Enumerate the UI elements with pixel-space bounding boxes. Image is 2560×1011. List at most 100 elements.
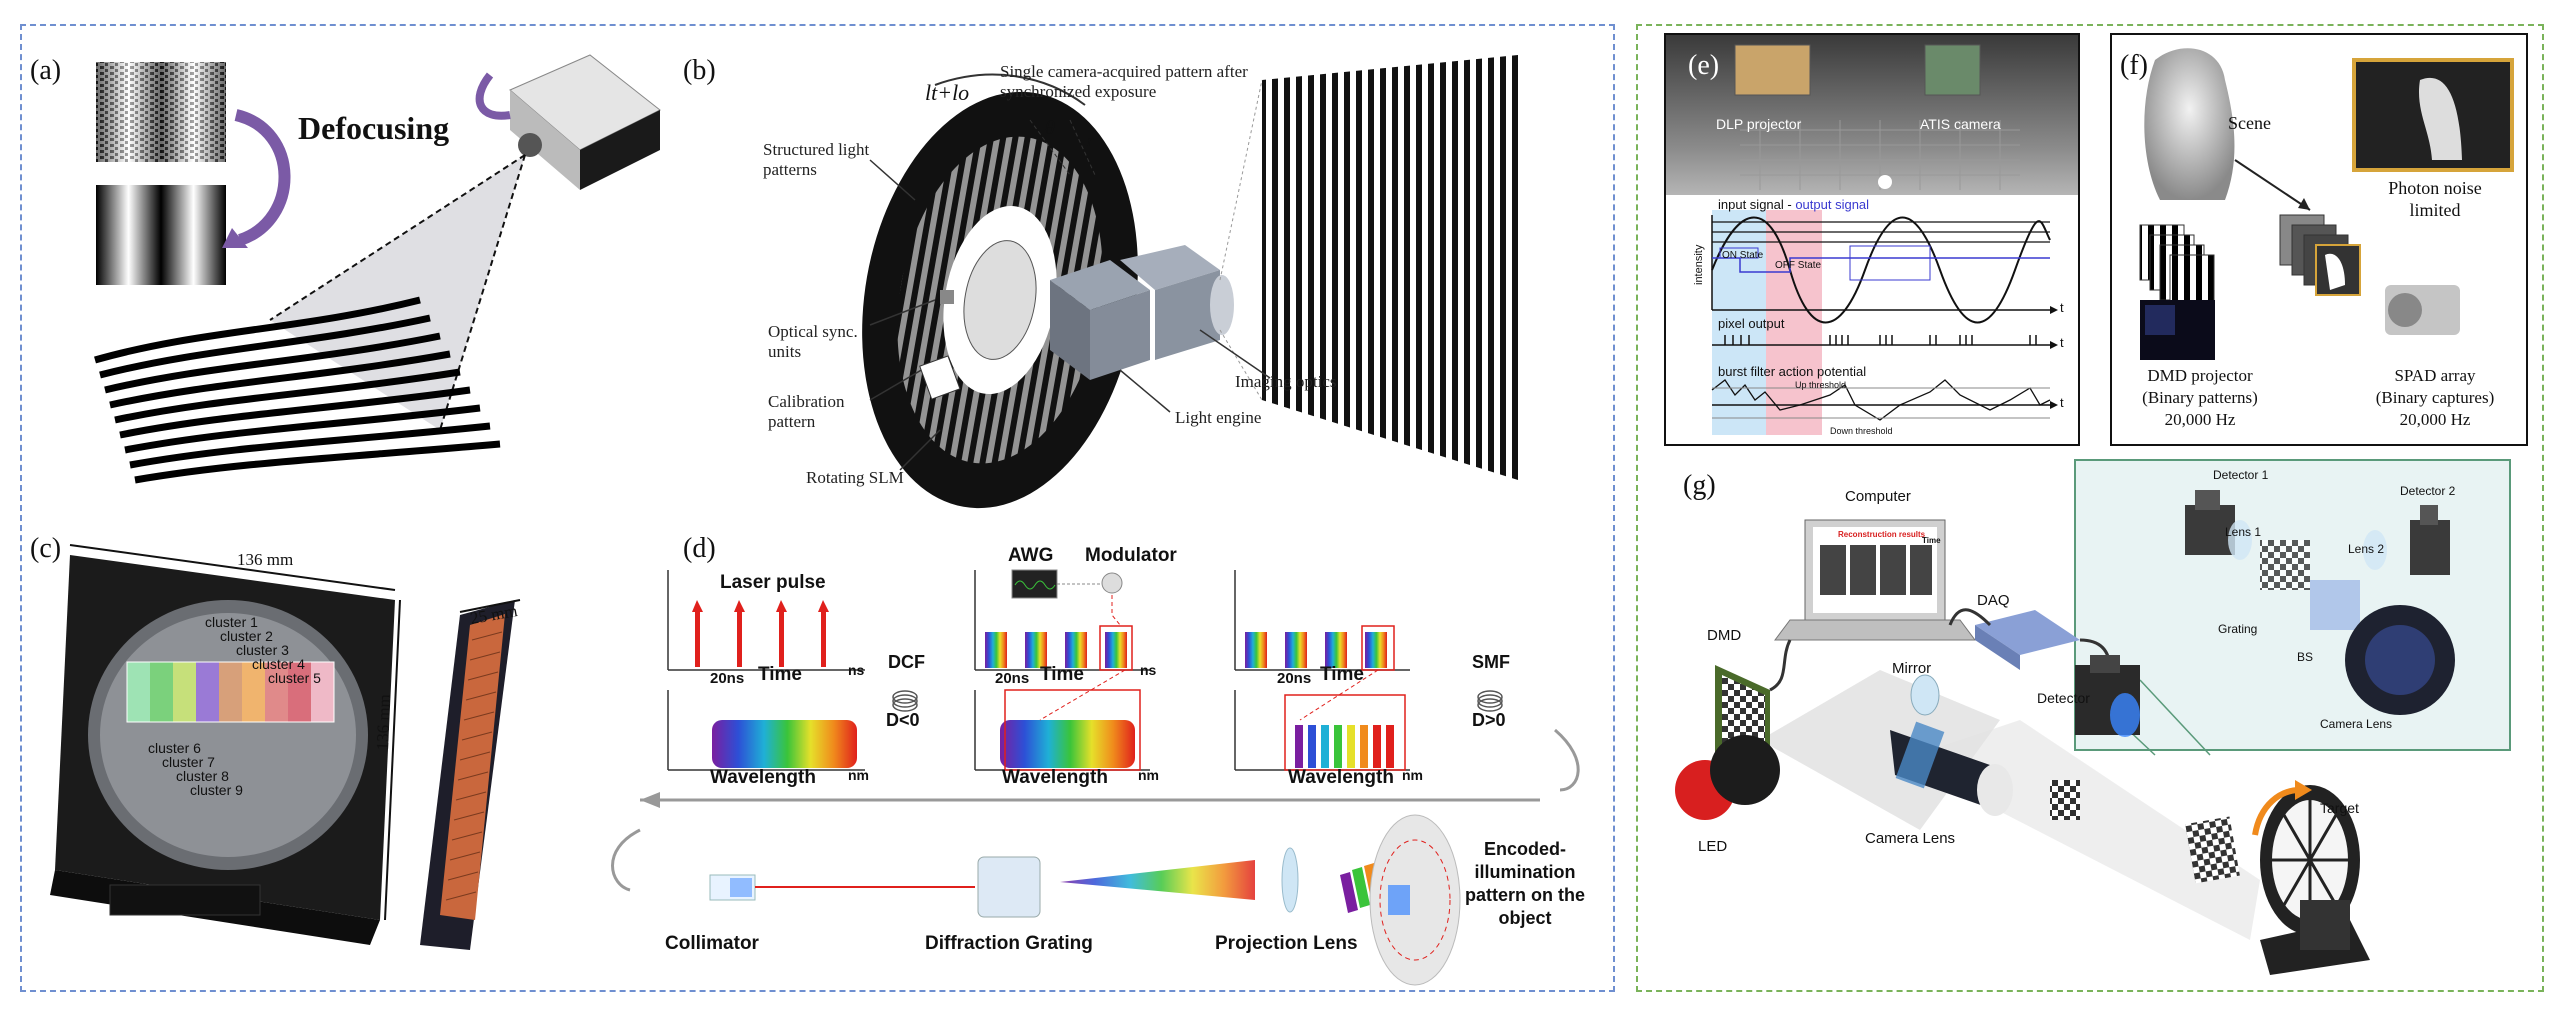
optical-sync-label: Optical sync. units: [768, 322, 858, 361]
detector1-label: Detector 1: [2213, 468, 2269, 482]
panel-c-label: (c): [30, 533, 62, 564]
dmd-label: DMD: [1707, 627, 1742, 644]
ns-unit: ns: [848, 662, 865, 678]
panel-e-figure: [1711, 44, 2058, 435]
time-tick-20ns: 20ns: [995, 670, 1030, 687]
wavelength-axis-label: Wavelength: [1002, 767, 1108, 788]
time-tick-20ns: 20ns: [1277, 670, 1312, 687]
cluster-label: cluster 2: [220, 628, 273, 644]
panel-a-figure: [94, 54, 661, 484]
cluster-label: cluster 1: [205, 614, 258, 630]
on-state-label: ON State: [1722, 250, 1764, 261]
led-label: LED: [1698, 838, 1728, 855]
panel-e-label: (e): [1688, 50, 1720, 81]
dmd-frequency: 20,000 Hz: [2164, 410, 2236, 429]
panel-d-figure: [611, 569, 1580, 986]
burst-filter-label: burst filter action potential: [1718, 364, 1867, 379]
dmd-projector-label: DMD projector: [2147, 366, 2253, 385]
nm-unit: nm: [1402, 767, 1423, 783]
atis-camera-label: ATIS camera: [1920, 116, 2001, 132]
panel-f-figure: [2139, 48, 2514, 360]
structured-light-label: Structured light patterns: [763, 140, 870, 179]
computer-label: Computer: [1845, 488, 1911, 505]
dcf-condition: D<0: [886, 710, 920, 730]
spad-frequency: 20,000 Hz: [2399, 410, 2471, 429]
grating-inset-label: Grating: [2218, 622, 2258, 636]
up-threshold-label: Up threshold: [1795, 380, 1847, 390]
right-panel-frame: [1636, 24, 2544, 992]
theta-label: θ: [1045, 117, 1055, 139]
left-panel-frame: [20, 24, 1615, 992]
nm-unit: nm: [1138, 767, 1159, 783]
ns-unit: ns: [1140, 662, 1157, 678]
rotating-slm-label: Rotating SLM: [806, 468, 904, 487]
down-threshold-label: Down threshold: [1830, 426, 1893, 436]
dim-width-label: 136 mm: [237, 550, 294, 569]
output-signal-label: output signal: [1795, 197, 1870, 212]
formula-label: lt+lo: [925, 80, 970, 105]
off-state-label: OFF State: [1775, 260, 1822, 271]
mirror-label: Mirror: [1892, 660, 1932, 677]
defocusing-label: Defocusing: [298, 110, 450, 146]
panel-b-label: (b): [683, 55, 716, 86]
lens2-label: Lens 2: [2348, 542, 2385, 556]
time-axis-label: Time: [1040, 664, 1085, 685]
binary-captures-label: (Binary captures): [2375, 388, 2495, 407]
cluster-label: cluster 4: [252, 656, 305, 672]
signal-legend: input signal - output signal: [1718, 197, 1869, 212]
panel-b-figure: [862, 55, 1518, 509]
wavelength-axis-label: Wavelength: [710, 767, 816, 788]
collimator-label: Collimator: [665, 933, 759, 954]
dlp-projector-label: DLP projector: [1716, 116, 1802, 132]
dmd-info: DMD projector (Binary patterns) 20,000 H…: [2115, 365, 2285, 431]
dcf-label: DCF: [888, 652, 925, 672]
scene-label: Scene: [2228, 113, 2271, 133]
t-axis-label: t: [2060, 300, 2064, 315]
cluster-label: cluster 3: [236, 642, 289, 658]
camera-lens-label: Camera Lens: [1865, 830, 1956, 847]
r-label: r: [1087, 130, 1095, 150]
imaging-optics-label: Imaging optics: [1235, 372, 1337, 391]
binary-patterns-label: (Binary patterns): [2142, 388, 2258, 407]
spad-info: SPAD array (Binary captures) 20,000 Hz: [2350, 365, 2520, 431]
detector2-label: Detector 2: [2400, 484, 2456, 498]
smf-label: SMF: [1472, 652, 1510, 672]
t-axis-label: t: [2060, 395, 2064, 410]
t-axis-label: t: [2060, 335, 2064, 350]
panel-d-label: (d): [683, 533, 716, 564]
laser-pulse-label: Laser pulse: [720, 572, 826, 593]
cluster-label: cluster 7: [162, 754, 215, 770]
lens1-label: Lens 1: [2225, 525, 2262, 539]
panel-c-figure: [50, 544, 521, 950]
cluster-label: cluster 5: [268, 670, 321, 686]
calibration-label: Calibration pattern: [768, 392, 845, 431]
cluster-label: cluster 9: [190, 782, 243, 798]
modulator-label: Modulator: [1085, 545, 1177, 566]
cluster-label: cluster 6: [148, 740, 201, 756]
awg-label: AWG: [1008, 545, 1054, 566]
target-label: Target: [2320, 800, 2359, 816]
pixel-output-label: pixel output: [1718, 316, 1785, 331]
input-signal-label: input signal -: [1718, 197, 1796, 212]
panel-g-label: (g): [1683, 470, 1716, 501]
bs-label: BS: [2297, 650, 2314, 664]
cluster-label: cluster 8: [176, 768, 229, 784]
grating-label: Diffraction Grating: [925, 933, 1093, 954]
light-engine-label: Light engine: [1175, 408, 1262, 427]
panel-f-label: (f): [2120, 50, 2148, 81]
panel-a-label: (a): [30, 55, 62, 86]
wavelength-axis-label: Wavelength: [1288, 767, 1394, 788]
time-axis-label: Time: [758, 664, 803, 685]
time-tick-20ns: 20ns: [710, 670, 745, 687]
daq-label: DAQ: [1977, 592, 2010, 609]
detector-label: Detector: [2037, 690, 2090, 706]
photon-noise-label: Photon noise limited: [2388, 178, 2482, 220]
projection-lens-label: Projection Lens: [1215, 933, 1358, 954]
encoded-label: Encoded-illumination pattern on the obje…: [1465, 839, 1585, 928]
recon-time-label: Time: [1922, 536, 1941, 545]
spad-label: SPAD array: [2394, 366, 2476, 385]
smf-condition: D>0: [1472, 710, 1506, 730]
camera-lens-inset-label: Camera Lens: [2320, 717, 2393, 731]
time-axis-label: Time: [1320, 664, 1365, 685]
